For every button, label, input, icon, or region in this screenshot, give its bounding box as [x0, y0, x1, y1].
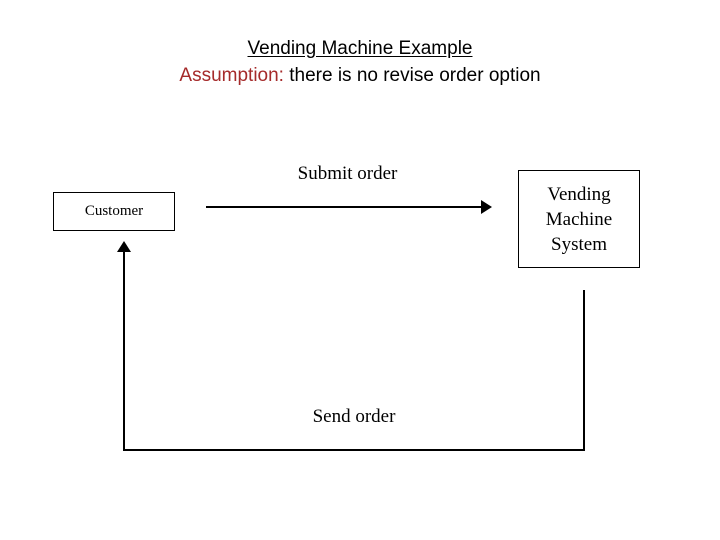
edge-line-send-order-bottom [124, 449, 585, 451]
arrow-up-icon [117, 241, 131, 252]
assumption-label: Assumption: [179, 65, 284, 86]
arrow-right-icon [481, 200, 492, 214]
slide-subtitle: Assumption: there is no revise order opt… [0, 62, 720, 90]
node-customer-label: Customer [84, 203, 144, 219]
node-customer[interactable]: Customer [53, 192, 175, 231]
node-vending-machine-system[interactable]: Vending Machine System [518, 170, 640, 268]
edge-label-send-order: Send order [312, 406, 396, 427]
edge-line-send-order-right [583, 290, 585, 451]
node-vending-machine-system-label: Vending Machine System [545, 183, 613, 255]
heading-block: Vending Machine Example Assumption: ther… [0, 36, 720, 90]
slide-title: Vending Machine Example [0, 36, 720, 62]
edge-line-submit-order [206, 206, 483, 208]
slide-title-text: Vending Machine Example [247, 38, 473, 59]
edge-line-send-order-left [123, 248, 125, 451]
edge-label-submit-order: Submit order [297, 163, 398, 184]
assumption-text: there is no revise order option [283, 65, 541, 86]
